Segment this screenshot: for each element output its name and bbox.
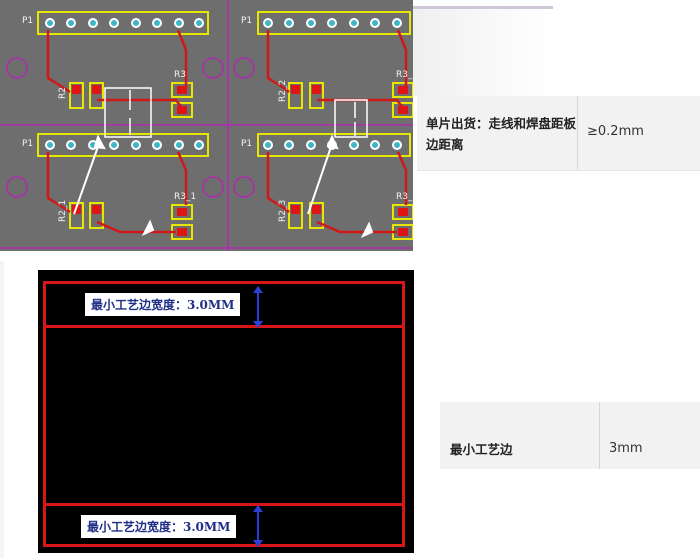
pcb-drawing (0, 0, 413, 251)
dimension-arrow-icon (253, 505, 263, 547)
pcb-label-r2: R2_2 (278, 79, 288, 102)
board-outline (43, 281, 405, 547)
spec-row-min-rail: 最小工艺边 3mm (440, 402, 700, 469)
pcb-label-r2: R2_1 (58, 199, 68, 222)
image-edge-shadow (413, 6, 553, 96)
pcb-label-r2: R2 (58, 87, 68, 99)
pcb-label-r3: R3 (174, 70, 186, 80)
rail-width-callout-bottom: 最小工艺边宽度：3.0MM (81, 515, 237, 538)
pcb-label-p1: P1 (22, 139, 34, 149)
pcb-label-p1: P1 (241, 139, 253, 149)
spec-label: 单片出货：走线和焊盘距板边距离 (417, 96, 578, 170)
panel-rail-image: 最小工艺边宽度：3.0MM 最小工艺边宽度：3.0MM (38, 270, 414, 553)
pcb-label-p1: P1 (241, 16, 253, 26)
spec-label: 最小工艺边 (440, 402, 600, 469)
pcb-label-r2: R2_3 (278, 199, 288, 222)
pcb-label-p1: P1 (22, 16, 34, 26)
pcb-label-r3: R3_ (396, 70, 413, 80)
pcb-layout-image: P1 P1 P1 P1 R2 R2_2 R2_1 R2_3 R3 R3_ R3_… (0, 0, 413, 251)
dimension-arrow-icon (253, 286, 263, 328)
spec-value: 3mm (609, 441, 643, 456)
pcb-label-r3: R3_ (396, 192, 413, 202)
spec-value: ≥0.2mm (587, 124, 644, 139)
image-edge-line (413, 6, 553, 9)
image-edge-shadow (0, 261, 4, 558)
rail-boundary-top (43, 325, 405, 328)
rail-boundary-bottom (43, 503, 405, 506)
pcb-label-r3: R3_1 (174, 192, 197, 202)
spec-row-trace-clearance: 单片出货：走线和焊盘距板边距离 ≥0.2mm (417, 96, 700, 171)
rail-width-callout-top: 最小工艺边宽度：3.0MM (85, 293, 241, 316)
